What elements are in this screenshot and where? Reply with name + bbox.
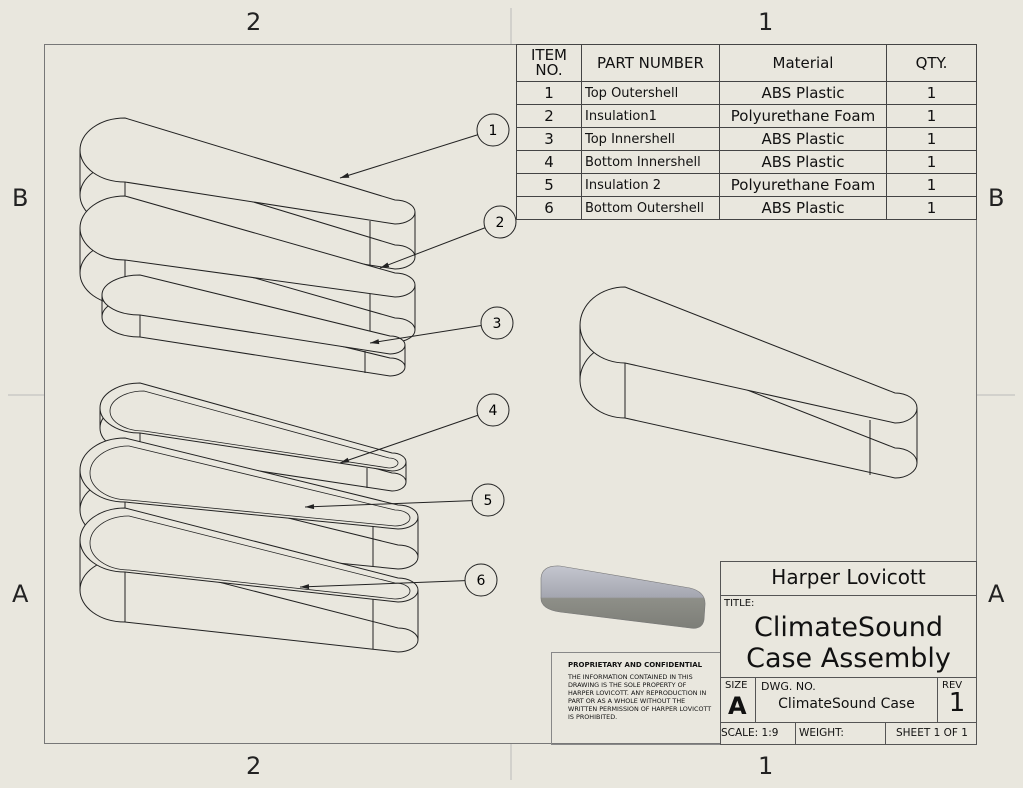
bom-qty: 1 xyxy=(886,173,977,197)
bom-part-number: Insulation 2 xyxy=(581,173,720,197)
part-insulation-1 xyxy=(79,195,416,343)
proprietary-body: THE INFORMATION CONTAINED IN THIS DRAWIN… xyxy=(568,673,712,721)
bom-material: Polyurethane Foam xyxy=(719,173,887,197)
revision: 1 xyxy=(948,688,966,718)
balloon-number: 5 xyxy=(484,493,493,509)
bom-part-number: Top Outershell xyxy=(581,81,720,105)
bom-material: ABS Plastic xyxy=(719,196,887,220)
part-bottom-outershell xyxy=(79,507,419,653)
weight: WEIGHT: xyxy=(799,727,844,739)
leader-line xyxy=(304,500,473,508)
leader-line xyxy=(339,134,478,179)
zone-left-A: A xyxy=(12,580,29,608)
arrowhead-icon xyxy=(370,339,380,345)
zone-top-1: 1 xyxy=(758,8,774,36)
arrowhead-icon xyxy=(300,584,310,590)
arrowhead-icon xyxy=(340,172,350,178)
bom-item-no: 2 xyxy=(516,104,582,128)
bom-item-no: 1 xyxy=(516,81,582,105)
balloon-3: 3 xyxy=(369,306,514,345)
balloon-number: 2 xyxy=(496,215,505,231)
title-line-2: Case Assembly xyxy=(746,643,951,674)
drawing-border xyxy=(44,44,977,744)
bom-item-no: 6 xyxy=(516,196,582,220)
bom-material: ABS Plastic xyxy=(719,150,887,174)
balloon-number: 3 xyxy=(493,316,502,332)
bom-item-no: 4 xyxy=(516,150,582,174)
rev-label: REV xyxy=(942,680,963,691)
bom-header-part: PART NUMBER xyxy=(581,44,720,82)
bom-part-number: Top Innershell xyxy=(581,127,720,151)
part-bottom-innershell xyxy=(99,382,407,492)
zone-right-A: A xyxy=(988,580,1005,608)
zone-bottom-1: 1 xyxy=(758,752,774,780)
zone-left-B: B xyxy=(12,184,29,212)
bom-qty: 1 xyxy=(886,81,977,105)
balloon-number: 6 xyxy=(477,573,486,589)
balloon-number: 4 xyxy=(489,403,498,419)
bom-part-number: Insulation1 xyxy=(581,104,720,128)
title-line-1: ClimateSound xyxy=(754,612,943,643)
zone-top-2: 2 xyxy=(246,8,262,36)
arrowhead-icon xyxy=(305,504,315,510)
part-top-innershell xyxy=(101,274,406,377)
balloon-1: 1 xyxy=(339,113,510,179)
bom-material: ABS Plastic xyxy=(719,127,887,151)
drawing-title: ClimateSound Case Assembly xyxy=(720,612,977,674)
proprietary-heading: PROPRIETARY AND CONFIDENTIAL xyxy=(568,661,703,669)
balloon-2: 2 xyxy=(379,205,517,269)
part-assembled-isometric xyxy=(579,286,918,479)
dwg-no-label: DWG. NO. xyxy=(761,680,816,693)
bom-qty: 1 xyxy=(886,104,977,128)
bom-part-number: Bottom Innershell xyxy=(581,150,720,174)
zone-bottom-2: 2 xyxy=(246,752,262,780)
leader-line xyxy=(369,324,482,344)
sheet-number: SHEET 1 OF 1 xyxy=(896,727,968,739)
balloon-6: 6 xyxy=(299,563,498,597)
bom-material: Polyurethane Foam xyxy=(719,104,887,128)
proprietary-notice: PROPRIETARY AND CONFIDENTIAL THE INFORMA… xyxy=(551,652,721,745)
balloon-number: 1 xyxy=(489,123,498,139)
bom-item-no: 3 xyxy=(516,127,582,151)
dwg-no: ClimateSound Case xyxy=(778,696,915,712)
bom-header-material: Material xyxy=(719,44,887,82)
leader-line xyxy=(339,414,479,464)
bom-qty: 1 xyxy=(886,196,977,220)
balloon-5: 5 xyxy=(304,483,505,517)
balloon-4: 4 xyxy=(339,393,510,464)
bom-qty: 1 xyxy=(886,127,977,151)
leader-line xyxy=(379,227,486,269)
title-label: TITLE: xyxy=(724,598,755,609)
author-name: Harper Lovicott xyxy=(771,565,926,589)
shaded-isometric-preview xyxy=(540,565,706,629)
scale: SCALE: 1:9 xyxy=(721,727,779,739)
size-label: SIZE xyxy=(725,680,748,691)
bom-part-number: Bottom Outershell xyxy=(581,196,720,220)
arrowhead-icon xyxy=(380,262,390,268)
arrowhead-icon xyxy=(340,457,350,463)
leader-line xyxy=(299,580,466,588)
bom-header-qty: QTY. xyxy=(886,44,977,82)
bom-item-no: 5 xyxy=(516,173,582,197)
bom-material: ABS Plastic xyxy=(719,81,887,105)
zone-ticks xyxy=(8,8,1015,780)
bom-qty: 1 xyxy=(886,150,977,174)
zone-right-B: B xyxy=(988,184,1005,212)
sheet-size: A xyxy=(728,692,747,720)
